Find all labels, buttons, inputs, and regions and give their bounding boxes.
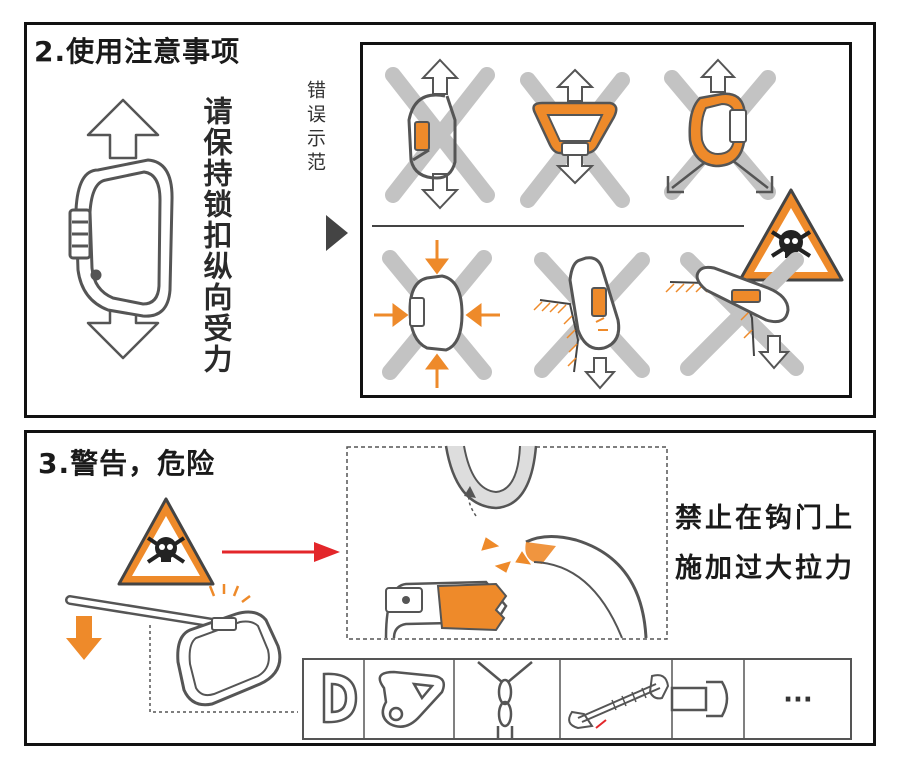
figure-eight-descender-icon xyxy=(378,670,445,728)
chain-links-icon xyxy=(477,661,533,738)
webbing-ring-icon xyxy=(670,680,729,718)
broken-gate-closeup xyxy=(346,445,668,640)
wrong-example-compression xyxy=(374,240,500,388)
skull-warning-icon xyxy=(117,497,215,586)
warning-title: 3.警告，危险 xyxy=(38,447,216,480)
more-items-label: ··· xyxy=(783,685,813,715)
quickdraw-sling-icon xyxy=(568,674,670,730)
compatible-items-strip: ··· xyxy=(302,658,852,740)
cross-icon xyxy=(385,67,495,203)
red-arrow-icon xyxy=(222,542,340,562)
carabiner-icon xyxy=(68,158,174,318)
wrong-example-over-edge xyxy=(533,252,650,390)
gate-overload-illustration xyxy=(65,584,298,713)
warning-text-line1: 禁止在钩门上 xyxy=(675,503,855,534)
divider-line xyxy=(372,225,744,227)
skull-warning-icon xyxy=(738,188,844,282)
usage-notes-title: 2.使用注意事项 xyxy=(34,35,241,68)
wrong-example-triaxial-load xyxy=(664,58,776,200)
d-ring-icon xyxy=(322,672,358,724)
correct-usage-illustration xyxy=(68,98,174,360)
warning-text-line2: 施加过大拉力 xyxy=(675,553,855,584)
wrong-example-horizontal-load xyxy=(520,68,630,208)
wrong-examples-label: 错误示范 xyxy=(304,80,326,176)
wrong-example-edge-loading xyxy=(665,252,804,376)
instruction-text: 请保持锁扣纵向受力 xyxy=(199,96,233,375)
down-arrow-icon xyxy=(66,616,102,660)
wrong-example-open-gate xyxy=(385,58,495,210)
pointer-triangle-icon xyxy=(326,215,348,251)
